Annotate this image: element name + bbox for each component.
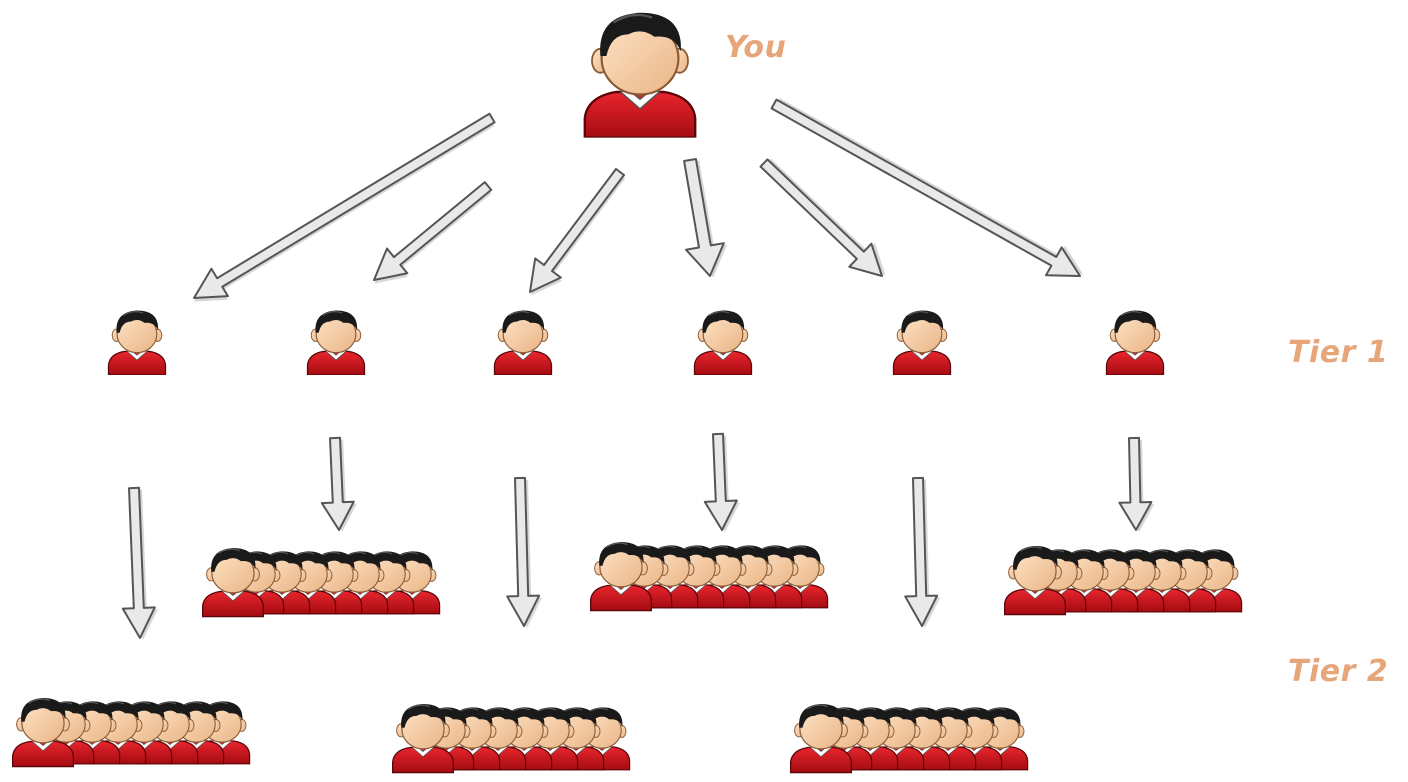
tier1-person-icon [892,309,952,375]
arrow-tier1-tier2 [1118,436,1155,532]
tier1-person-icon [493,309,553,375]
arrows-layer [121,98,1155,640]
arrow-root-tier1 [529,168,626,296]
tier2-group-icon [1003,545,1243,616]
arrow-root-tier1 [372,181,493,284]
tier2-group-icon [11,697,251,768]
tier1-person-icon [306,309,366,375]
tier1-label: Tier 1 [1288,335,1389,370]
tier2-group-icon [391,703,631,774]
arrow-tier1-tier2 [320,436,357,532]
arrow-root-tier1 [192,112,496,302]
you-label: You [725,30,787,65]
tier2-label: Tier 2 [1288,654,1389,689]
tier2-group-icon [789,703,1029,774]
tier1-person-icon [693,309,753,375]
arrow-root-tier1 [759,158,886,278]
tier2-group-icon [589,541,829,612]
tier2-group-icon [201,547,441,618]
you-person-icon [583,11,697,138]
people-layer [11,11,1243,774]
arrow-tier1-tier2 [904,476,941,628]
tier1-person-icon [1105,309,1165,375]
arrow-root-tier1 [770,98,1084,277]
arrow-tier1-tier2 [506,476,543,628]
arrow-tier1-tier2 [703,432,740,532]
tier1-person-icon [107,309,167,375]
arrow-root-tier1 [683,157,728,278]
arrow-tier1-tier2 [121,486,158,640]
